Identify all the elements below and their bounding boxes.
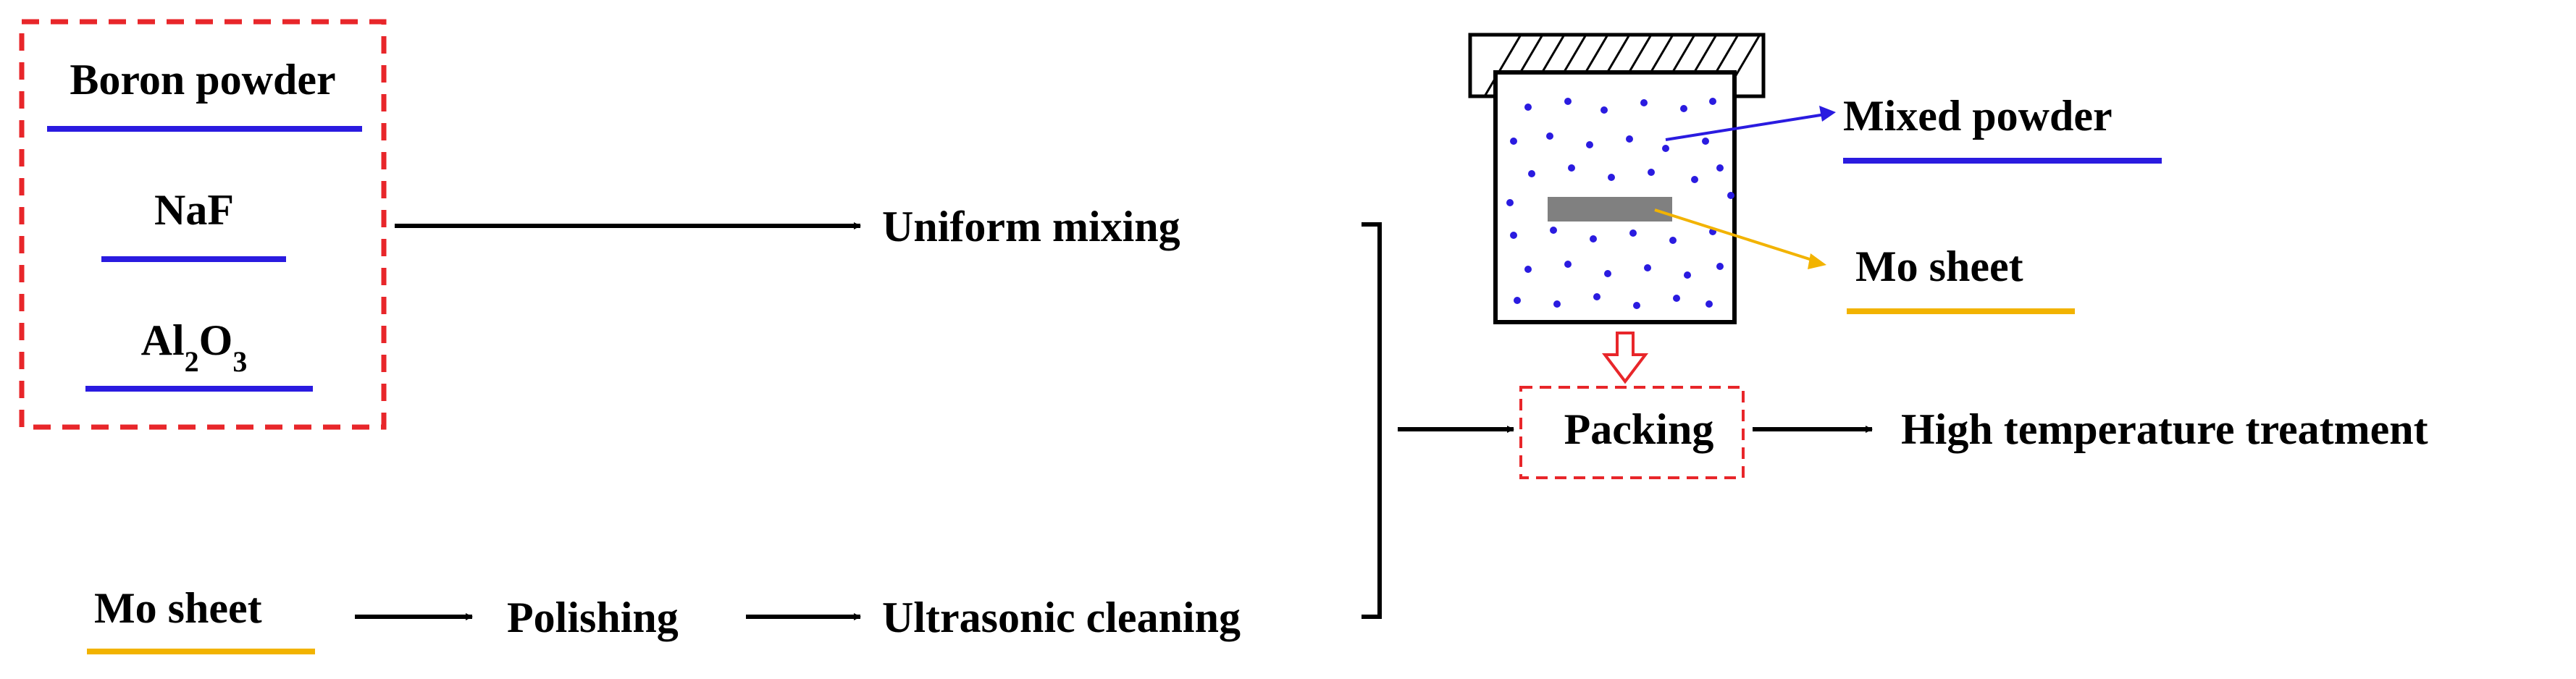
polishing-label: Polishing bbox=[507, 594, 679, 641]
mo-sheet-in-crucible bbox=[1548, 197, 1672, 222]
merge-bracket bbox=[1362, 222, 1382, 619]
naf-label: NaF bbox=[154, 186, 234, 234]
ultrasonic-cleaning-label: Ultrasonic cleaning bbox=[882, 594, 1241, 641]
uniform-mixing-label: Uniform mixing bbox=[882, 203, 1180, 250]
packing-label: Packing bbox=[1564, 405, 1714, 453]
high-temperature-treatment-label: High temperature treatment bbox=[1901, 405, 2428, 453]
mixed-powder-pointer bbox=[1665, 113, 1826, 141]
mo-sheet-pointer bbox=[1654, 208, 1815, 262]
mo-sheet-crucible-label: Mo sheet bbox=[1855, 242, 2023, 290]
mixed-powder-pointer-head bbox=[1819, 106, 1836, 122]
raw-materials-box bbox=[19, 19, 387, 430]
boron-powder-label: Boron powder bbox=[70, 56, 335, 104]
mixed-powder-dots bbox=[1506, 98, 1734, 309]
mo-sheet-pointer-head bbox=[1808, 253, 1826, 269]
mo-sheet-start-label: Mo sheet bbox=[94, 584, 262, 632]
down-arrow-to-packing bbox=[1601, 332, 1649, 384]
packing-box bbox=[1519, 386, 1745, 479]
al2o3-label: Al2O3 bbox=[141, 316, 248, 378]
mixed-powder-label: Mixed powder bbox=[1843, 92, 2113, 140]
